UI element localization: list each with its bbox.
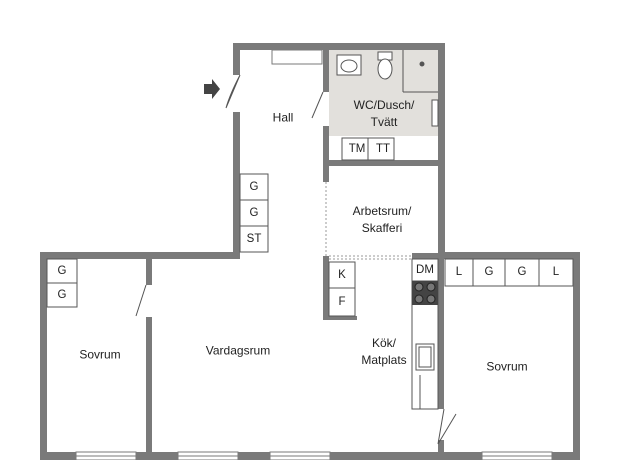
appliance-label-washer: TM: [348, 143, 366, 155]
closet-label-hall-3: ST: [246, 233, 262, 245]
bathroom-fixtures: [336, 50, 439, 161]
appliance-label-dishwasher: DM: [416, 264, 434, 276]
closet-label-bedroom-right-3: G: [517, 266, 527, 278]
closet-label-bedroom-right-2: G: [484, 266, 494, 278]
closet-label-kitchen-f: F: [338, 296, 346, 308]
appliance-label-dryer: TT: [375, 143, 391, 155]
room-label-arbetsrum: Arbetsrum/ Skafferi: [352, 204, 412, 235]
closet-label-hall-1: G: [249, 181, 259, 193]
hall-top-window: [271, 49, 323, 65]
closet-label-bedroom-right-1: L: [455, 266, 463, 278]
entrance-arrow-icon: [204, 79, 220, 99]
closet-label-bedroom-left-1: G: [57, 265, 67, 277]
closet-label-bedroom-left-2: G: [57, 289, 67, 301]
room-label-wc: WC/Dusch/ Tvätt: [353, 98, 415, 129]
room-label-kitchen: Kök/ Matplats: [361, 336, 407, 367]
room-label-bedroom-right: Sovrum: [486, 359, 528, 374]
room-label-hall: Hall: [272, 110, 294, 125]
closet-label-bedroom-right-4: L: [552, 266, 560, 278]
doors: [135, 74, 457, 445]
closet-label-hall-2: G: [249, 207, 259, 219]
stove: [412, 281, 438, 305]
room-label-living-room: Vardagsrum: [205, 343, 271, 358]
open-passages: [325, 182, 412, 260]
walls: [40, 43, 580, 460]
closet-boxes: [46, 173, 574, 317]
room-label-bedroom-left: Sovrum: [79, 347, 121, 362]
closet-label-kitchen-k: K: [338, 269, 346, 281]
